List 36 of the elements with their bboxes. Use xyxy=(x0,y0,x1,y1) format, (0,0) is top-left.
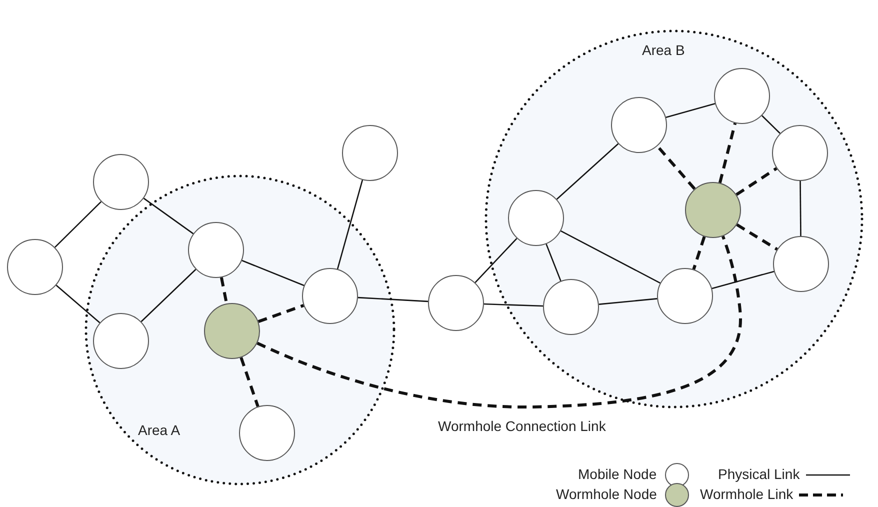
physical-link xyxy=(560,230,660,284)
physical-link xyxy=(598,298,658,305)
wormhole-link xyxy=(736,223,778,251)
area-label: Area B xyxy=(642,42,685,58)
physical-link xyxy=(484,303,544,307)
physical-link xyxy=(56,284,100,324)
area-label: Area A xyxy=(138,422,180,438)
physical-link xyxy=(762,115,780,134)
physical-link xyxy=(474,238,518,284)
physical-link xyxy=(336,180,364,270)
wormhole-link xyxy=(240,357,260,407)
legend-label: Physical Link xyxy=(718,466,800,482)
wormhole-link xyxy=(736,167,778,196)
wormhole-link xyxy=(258,304,304,323)
physical-link xyxy=(140,268,196,322)
wormhole-link xyxy=(220,277,228,304)
physical-link xyxy=(800,181,802,236)
wormhole-link xyxy=(692,236,706,270)
physical-link xyxy=(143,198,194,234)
physical-link xyxy=(54,201,102,248)
wormhole-link xyxy=(718,122,737,184)
physical-link xyxy=(242,260,304,286)
legend-label: Wormhole Link xyxy=(700,486,794,502)
area-circle xyxy=(485,30,863,408)
wormhole-link xyxy=(656,145,696,190)
physical-link xyxy=(546,244,562,282)
legend-label: Mobile Node xyxy=(578,466,657,482)
physical-link xyxy=(666,102,716,118)
physical-link xyxy=(556,143,619,200)
physical-link xyxy=(358,296,428,302)
area-circle xyxy=(85,175,395,485)
mobile-node-circle xyxy=(93,154,149,210)
wormhole-link xyxy=(256,236,742,408)
legend-label: Wormhole Node xyxy=(556,486,657,502)
physical-link xyxy=(712,270,774,290)
edge-label: Wormhole Connection Link xyxy=(436,418,608,434)
